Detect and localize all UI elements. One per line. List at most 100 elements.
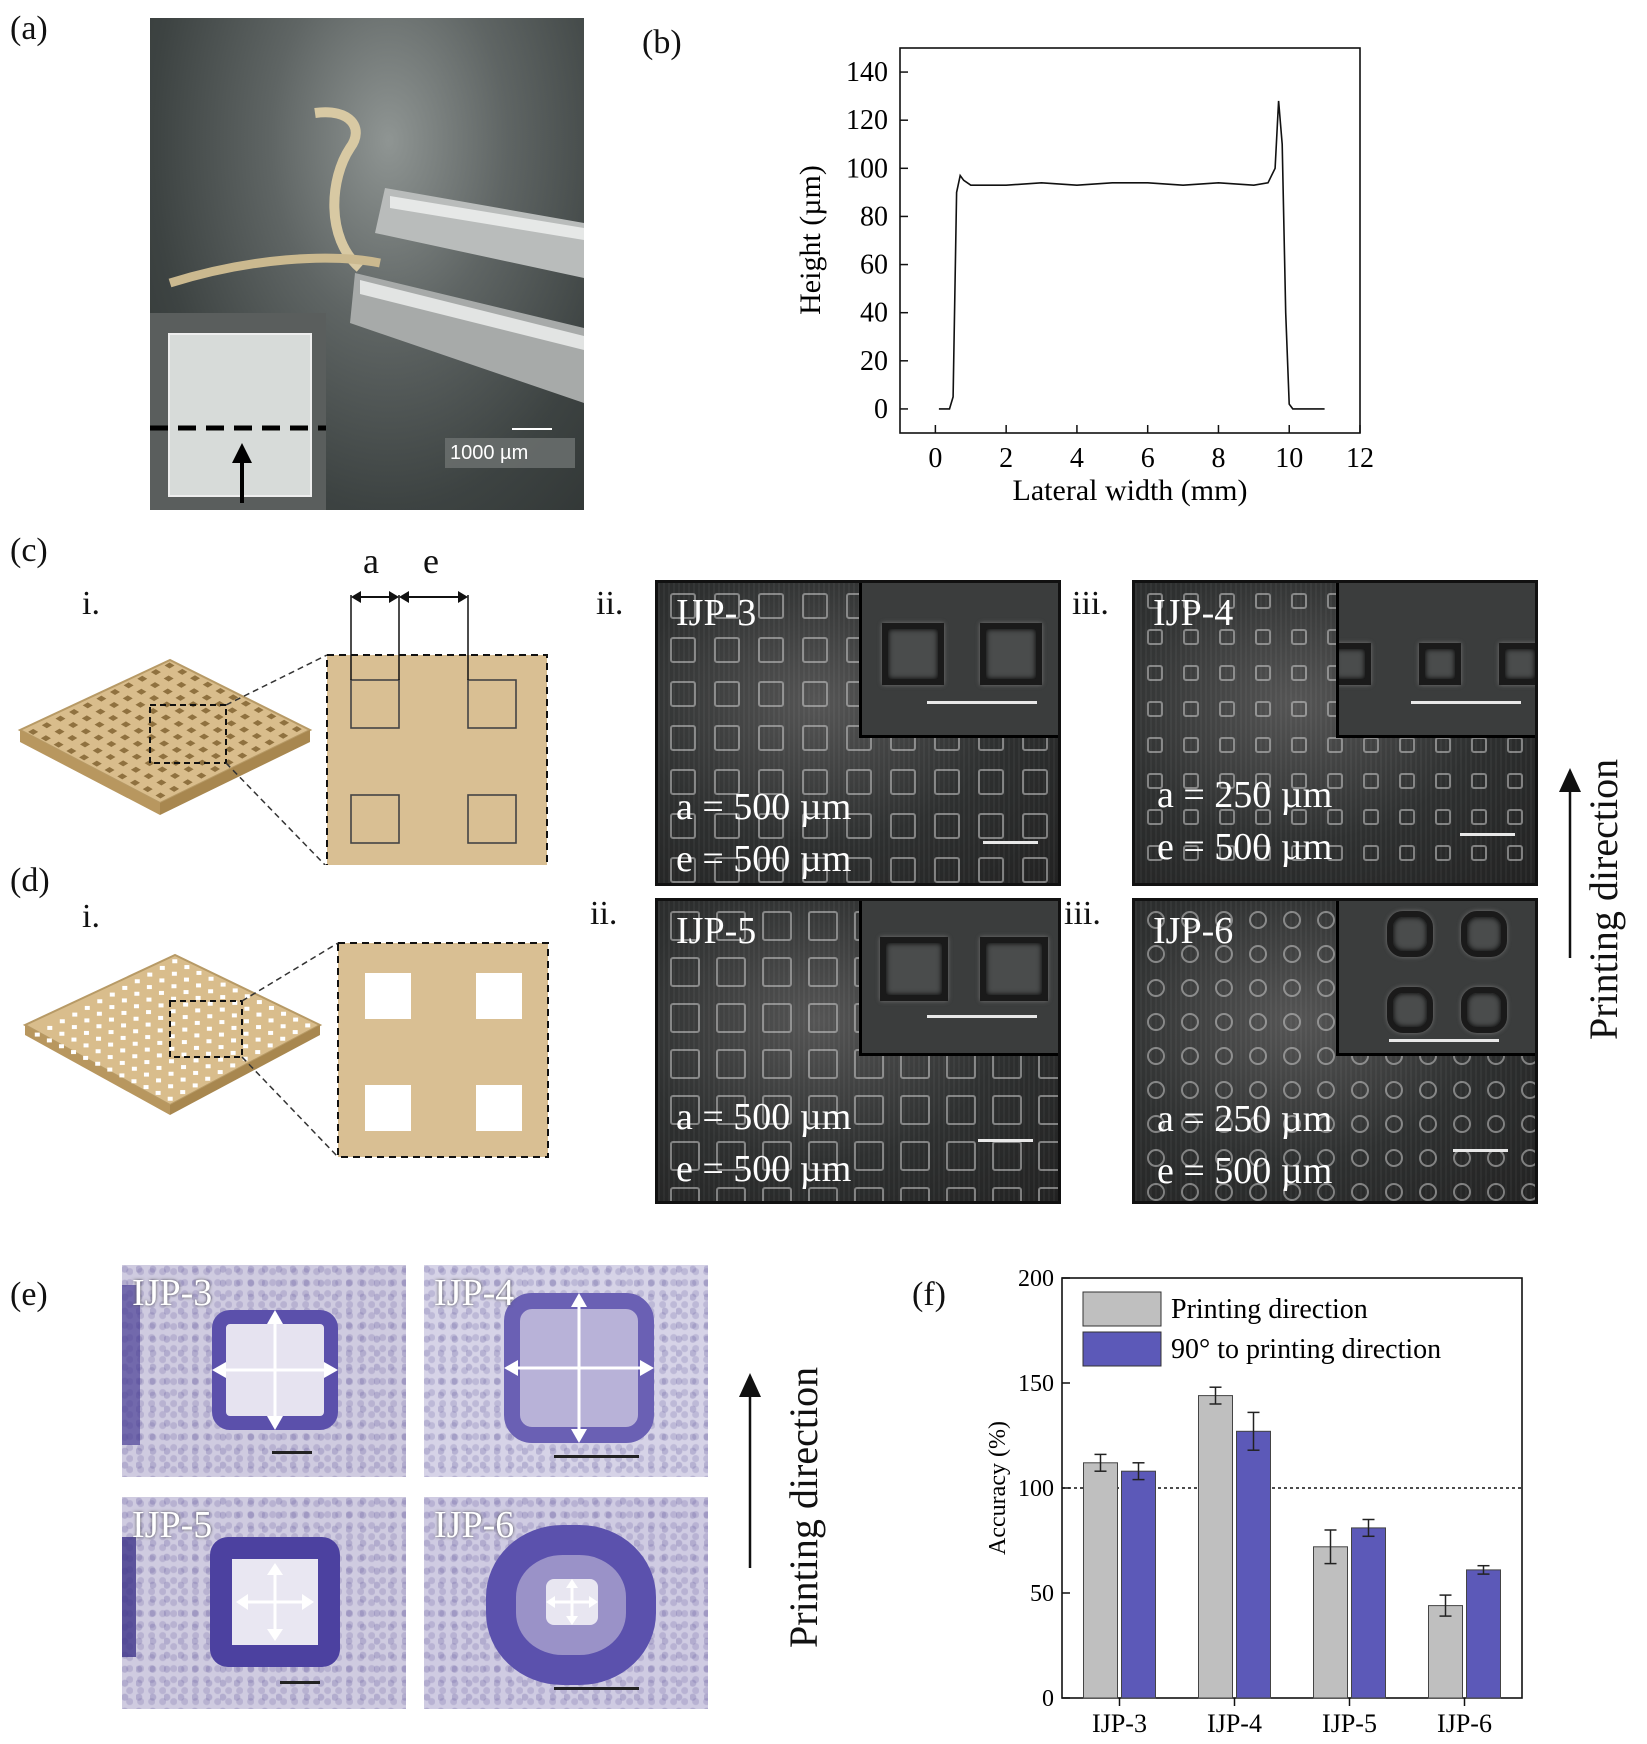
chart-b-ylabel: Height (µm): [794, 165, 827, 315]
microstructure-cell: [758, 593, 784, 619]
schematic-hole: [108, 1030, 114, 1035]
schematic-hole: [168, 1059, 174, 1064]
schematic-bump: [160, 714, 171, 721]
inset-ijp-3: [859, 583, 1058, 738]
schematic-hole: [218, 1045, 224, 1050]
schematic-hole: [183, 990, 189, 995]
schematic-bump: [121, 708, 132, 715]
microstructure-cell: [1283, 911, 1301, 929]
microstructure-cell: [714, 681, 740, 707]
up-arrow-icon: [1559, 768, 1581, 792]
schematic-hole: [207, 1014, 213, 1019]
schematic-hole: [205, 1076, 211, 1081]
schematic-bump: [210, 752, 221, 759]
microstructure-cell: [1255, 629, 1271, 645]
microstructure-cell: [1521, 1115, 1535, 1133]
schematic-bump: [212, 726, 223, 733]
schematic-bump: [135, 701, 146, 708]
microstructure-cell: [978, 769, 1004, 795]
microstructure-cell: [1327, 773, 1343, 789]
schematic-hole: [143, 1072, 149, 1077]
schematic-bump: [41, 722, 52, 729]
microstructure-cell: [802, 769, 828, 795]
panel-label-c: (c): [10, 532, 48, 569]
schematic-bump: [190, 675, 200, 682]
microstructure-cell: [802, 593, 828, 619]
schematic-hole: [46, 1038, 52, 1043]
microstructure-cell: [1147, 737, 1163, 753]
bar: [1121, 1470, 1156, 1699]
schematic-hole: [181, 1040, 187, 1045]
schematic-hole: [119, 1073, 125, 1078]
microstructure-cell: [978, 813, 1004, 839]
schematic-hole: [244, 1006, 250, 1011]
schematic-bump: [183, 766, 194, 773]
x-tick-label: 8: [1211, 443, 1225, 474]
schematic-hole: [230, 1050, 236, 1055]
schematic-hole: [242, 1056, 248, 1061]
schematic-hole: [108, 1042, 114, 1047]
schematic-hole: [205, 1064, 211, 1069]
microstructure-cell: [854, 1187, 884, 1201]
schematic-hole: [256, 1025, 262, 1030]
schematic-hole: [96, 1011, 102, 1016]
schematic-bump: [130, 779, 140, 786]
microstructure-cell: [1327, 737, 1343, 753]
microstructure-cell: [992, 1141, 1022, 1171]
schematic-hole: [196, 983, 202, 988]
microstructure-cell: [808, 911, 838, 941]
schematic-hole: [292, 1030, 298, 1035]
schematic-hole: [256, 1000, 262, 1005]
microstructure-cell: [1249, 1115, 1267, 1133]
y-tick-label: 120: [846, 105, 888, 136]
microstructure-cell: [1183, 593, 1199, 609]
microstructure-cell: [1327, 845, 1343, 861]
microstructure-cell: [802, 857, 828, 883]
y-tick-label: 200: [1018, 1268, 1054, 1292]
x-tick-label: IJP-3: [1092, 1709, 1147, 1738]
schematic-hole: [144, 1047, 150, 1052]
schematic-hole: [156, 1065, 162, 1070]
schematic-hole: [134, 991, 140, 996]
microstructure-cell: [1249, 1183, 1267, 1201]
schematic-hole: [305, 1023, 311, 1028]
schematic-hole: [121, 1023, 127, 1028]
microstructure-cell: [1435, 809, 1451, 825]
panel-label-b: (b): [642, 24, 682, 61]
schematic-hole: [184, 965, 190, 970]
microstructure-cell: [1219, 809, 1235, 825]
microstructure-cell: [1249, 1081, 1267, 1099]
schematic-bump: [67, 734, 78, 741]
y-tick-label: 100: [1018, 1476, 1054, 1502]
d-sub-i: i.: [82, 898, 100, 935]
schematic-hole: [95, 1061, 101, 1066]
schematic-hole: [219, 1007, 225, 1012]
param-a: a = 250 µm: [1157, 774, 1333, 816]
microstructure-cell: [1181, 945, 1199, 963]
microstructure-cell: [1363, 809, 1379, 825]
microstructure-cell: [934, 857, 960, 883]
microstructure-cell: [1249, 1047, 1267, 1065]
microstructure-cell: [716, 911, 746, 941]
microstructure-cell: [846, 769, 872, 795]
microstructure-cell: [1219, 773, 1235, 789]
schematic-hole: [172, 959, 178, 964]
x-tick-label: 10: [1275, 443, 1303, 474]
param-a: a = 250 µm: [1157, 1098, 1333, 1140]
schematic-bump: [187, 714, 198, 721]
y-tick-label: 0: [874, 394, 888, 425]
schematic-hole: [159, 978, 165, 983]
microstructure-cell: [802, 681, 828, 707]
schematic-bump: [109, 702, 120, 709]
microstructure-cell: [714, 637, 740, 663]
microstructure-cell: [1215, 1149, 1233, 1167]
microstructure-cell: [1291, 629, 1307, 645]
microstructure-cell: [934, 813, 960, 839]
schematic-bump: [164, 662, 175, 669]
schematic-bump: [137, 675, 148, 682]
schematic-hole: [83, 1030, 89, 1035]
purple-title: IJP-5: [132, 1504, 213, 1546]
microstructure-cell: [1147, 845, 1163, 861]
schematic-hole: [157, 1040, 163, 1045]
microstructure-cell: [716, 1049, 746, 1079]
